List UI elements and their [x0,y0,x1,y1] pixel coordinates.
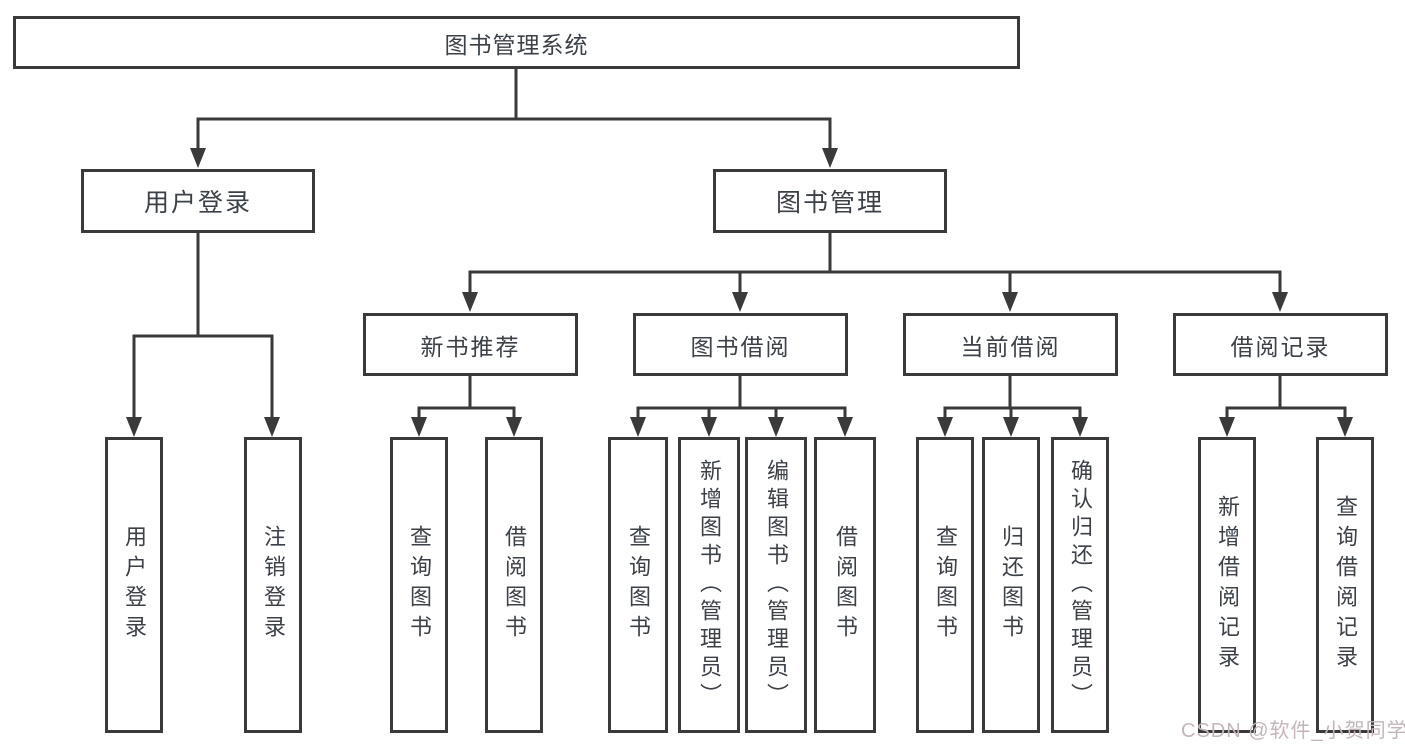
node-current-borrow: 当前借阅 [903,313,1118,376]
node-leaf-query-books-1: 查询图书 [390,437,448,733]
node-leaf-user-login: 用户登录 [105,437,163,733]
node-borrow-records-label: 借阅记录 [1230,333,1331,360]
connector-book-management-lines [468,233,1282,294]
node-leaf-query-books-1-label: 查询图书 [407,525,432,645]
connector-borrow-records [1219,376,1353,437]
connector-book-management [462,233,1288,312]
node-leaf-add-books-admin: 新增图书（管理员） [678,437,740,733]
arrowhead-down-icon [462,292,1288,312]
node-leaf-logout: 注销登录 [244,437,302,733]
node-book-borrow-label: 图书借阅 [690,333,791,360]
node-leaf-borrow-books-2: 借阅图书 [814,437,876,733]
node-book-borrow: 图书借阅 [633,313,848,376]
node-leaf-query-books-3: 查询图书 [916,437,974,733]
connector-new-book-recommend-lines [417,376,516,419]
node-leaf-borrow-books-2-label: 借阅图书 [833,525,858,645]
connector-root [190,69,838,168]
node-leaf-return-books: 归还图书 [982,437,1040,733]
connector-root-lines [196,69,832,150]
node-new-book-recommend: 新书推荐 [363,313,578,376]
node-root-label: 图书管理系统 [444,31,589,58]
arrowhead-down-icon [411,417,522,437]
connector-current-borrow [937,376,1088,437]
node-leaf-edit-books-admin: 编辑图书（管理员） [745,437,807,733]
node-root: 图书管理系统 [13,16,1020,69]
node-leaf-confirm-return-admin-label: 确认归还（管理员） [1068,459,1093,711]
connector-book-borrow [630,376,853,437]
arrowhead-down-icon [1219,417,1353,437]
node-leaf-return-books-label: 归还图书 [999,525,1024,645]
node-leaf-add-borrow-record-label: 新增借阅记录 [1215,495,1240,675]
connector-book-borrow-lines [636,376,847,419]
connector-new-book-recommend [411,376,522,437]
node-leaf-query-books-3-label: 查询图书 [933,525,958,645]
node-borrow-records: 借阅记录 [1173,313,1388,376]
node-user-login-label: 用户登录 [143,189,252,217]
node-new-book-recommend-label: 新书推荐 [420,333,521,360]
connector-user-login [126,233,280,437]
node-leaf-confirm-return-admin: 确认归还（管理员） [1051,437,1109,733]
node-leaf-logout-label: 注销登录 [261,525,286,645]
connector-borrow-records-lines [1225,376,1347,419]
node-leaf-user-login-label: 用户登录 [122,525,147,645]
node-leaf-borrow-books-1: 借阅图书 [485,437,543,733]
node-leaf-query-books-2-label: 查询图书 [626,525,651,645]
node-book-management-label: 图书管理 [775,189,884,217]
arrowhead-down-icon [126,417,280,437]
node-book-management: 图书管理 [713,169,947,233]
arrowhead-down-icon [190,148,838,168]
node-user-login: 用户登录 [81,169,315,233]
node-leaf-query-borrow-record-label: 查询借阅记录 [1333,495,1358,675]
node-current-borrow-label: 当前借阅 [960,333,1061,360]
connector-user-login-lines [132,233,274,419]
watermark: CSDN @软件_小贺同学 [1181,720,1405,742]
node-leaf-borrow-books-1-label: 借阅图书 [502,525,527,645]
node-leaf-query-books-2: 查询图书 [608,437,668,733]
node-leaf-add-books-admin-label: 新增图书（管理员） [697,459,722,711]
node-leaf-edit-books-admin-label: 编辑图书（管理员） [764,459,789,711]
connector-current-borrow-lines [943,376,1082,419]
arrowhead-down-icon [630,417,853,437]
arrowhead-down-icon [937,417,1088,437]
node-leaf-query-borrow-record: 查询借阅记录 [1316,437,1374,733]
node-leaf-add-borrow-record: 新增借阅记录 [1198,437,1256,733]
